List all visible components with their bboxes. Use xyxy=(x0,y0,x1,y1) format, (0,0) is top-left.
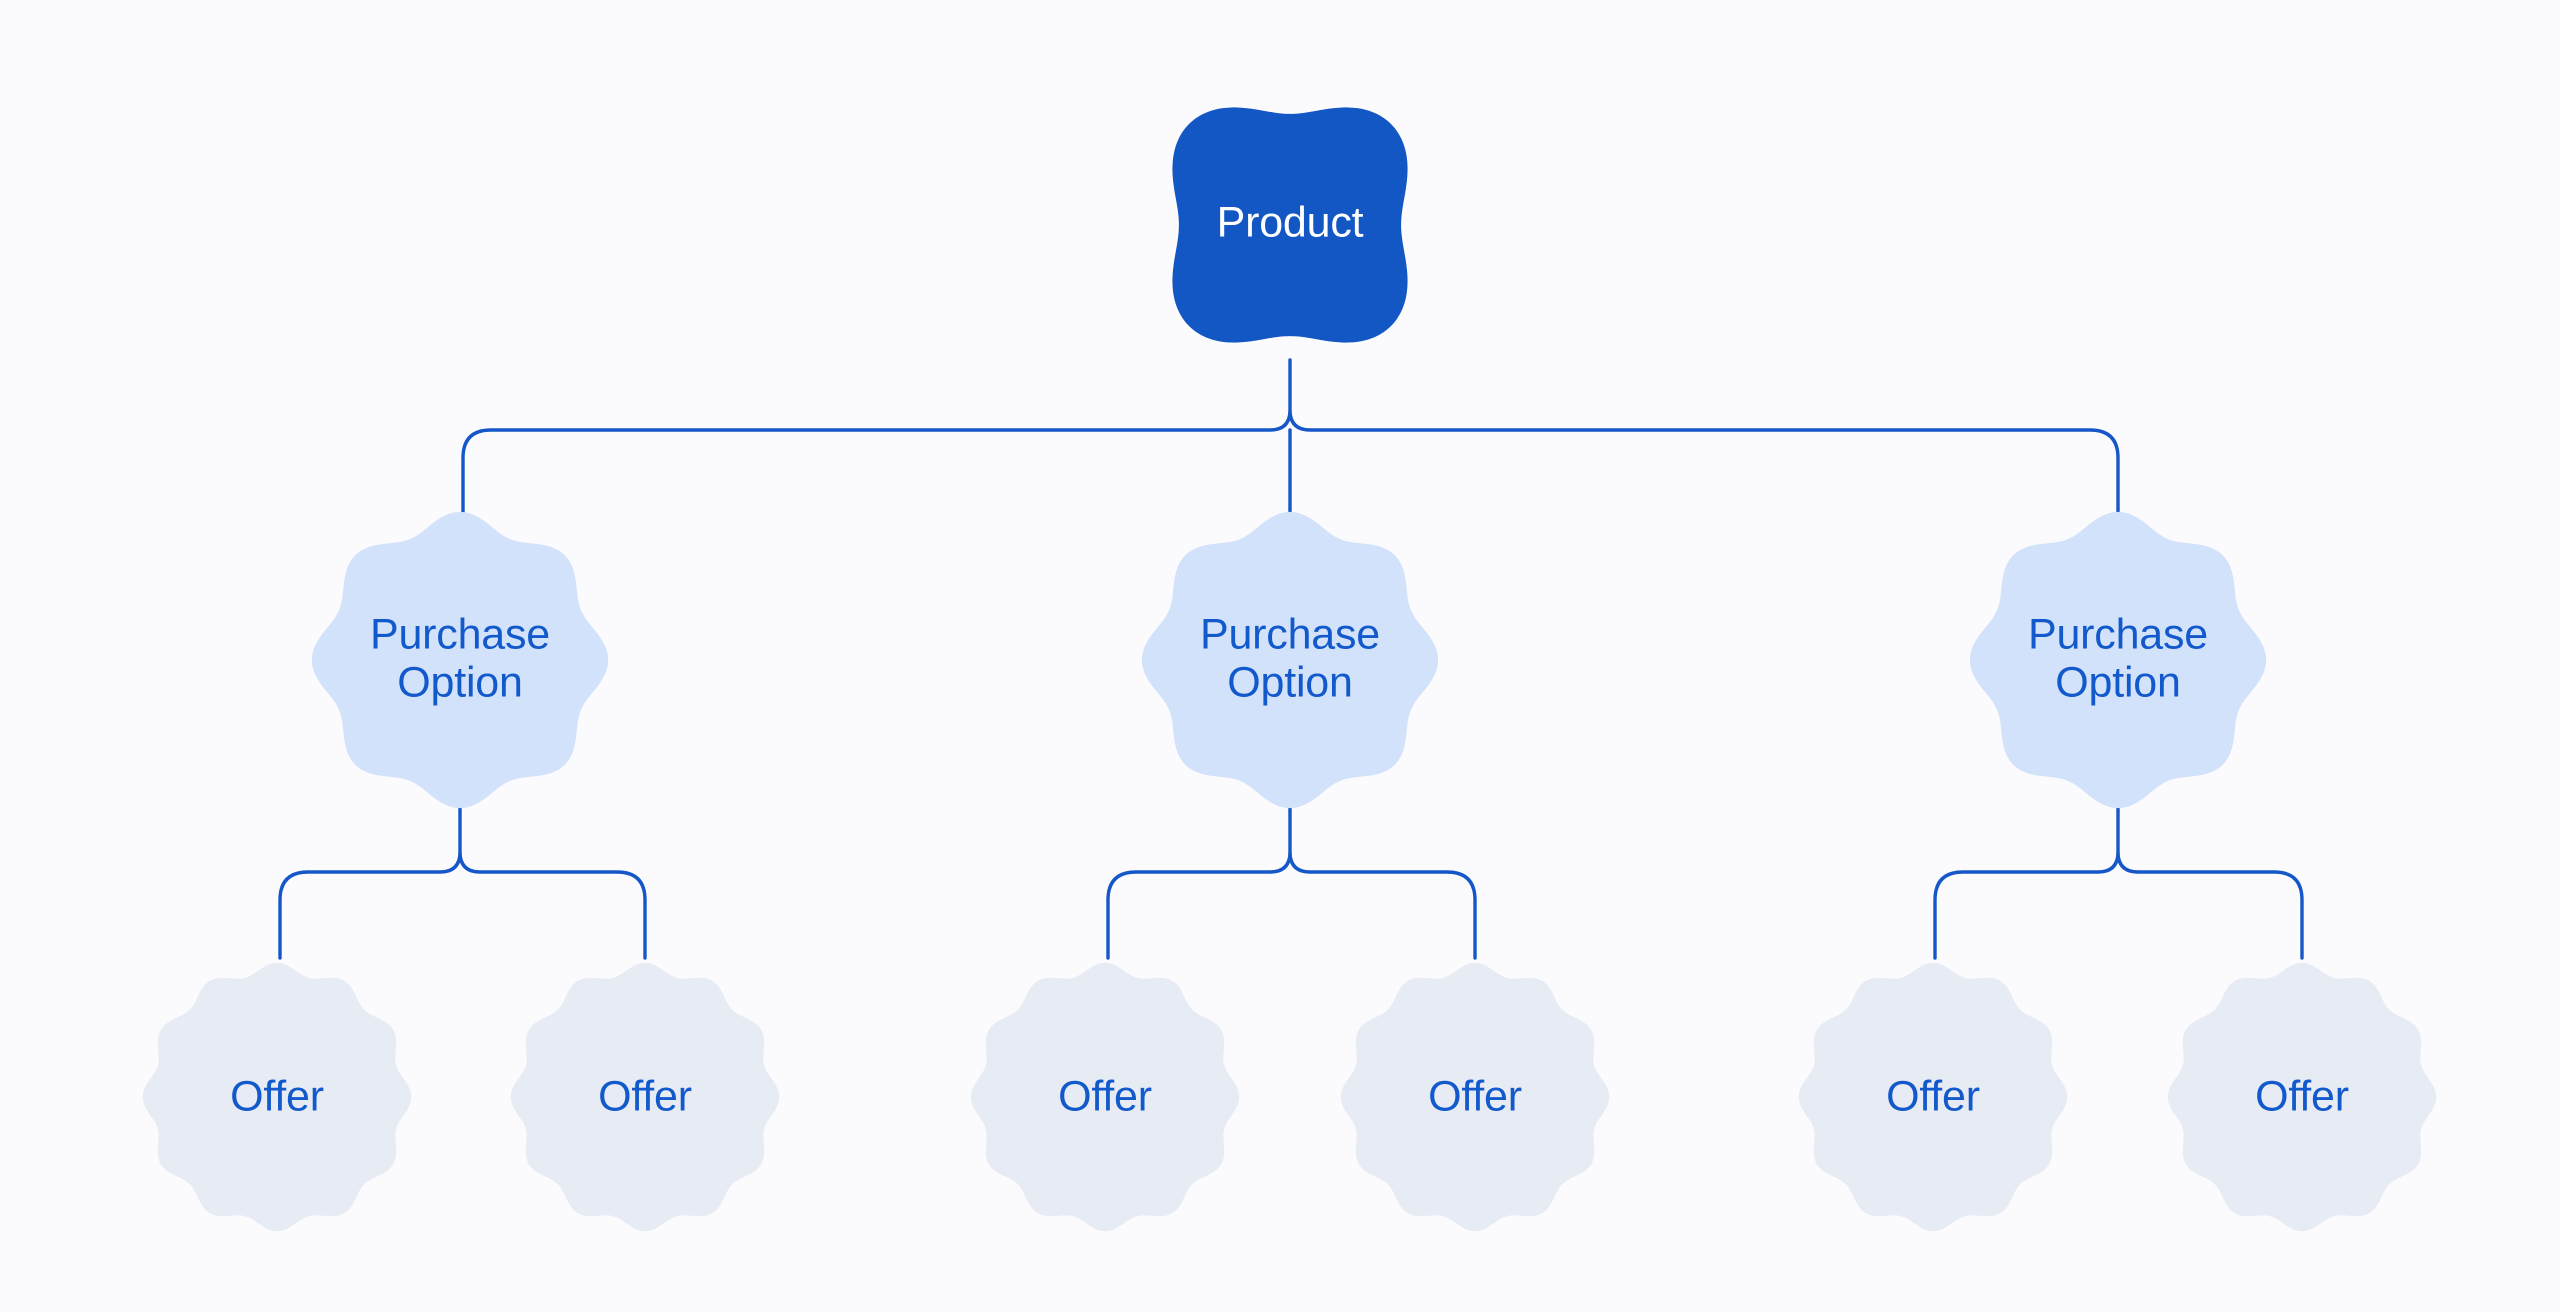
connector-purchase-option-2-to-offers xyxy=(1106,798,1477,960)
node-offer-5[interactable]: Offer xyxy=(1798,962,2068,1232)
blob-shape-product xyxy=(1172,107,1408,343)
node-label-offer-4: Offer xyxy=(1428,1072,1522,1120)
node-product[interactable]: Product xyxy=(1172,107,1408,343)
blob-shape-purchase-option xyxy=(1141,511,1439,809)
blob-shape-offer xyxy=(142,962,412,1232)
connector-product-to-purchase-options xyxy=(461,358,2120,522)
blob-shape-offer xyxy=(510,962,780,1232)
node-label-offer-1: Offer xyxy=(230,1072,324,1120)
node-offer-1[interactable]: Offer xyxy=(142,962,412,1232)
node-label-offer-5: Offer xyxy=(1886,1072,1980,1120)
blob-shape-purchase-option xyxy=(311,511,609,809)
node-label-purchase-option-2: Purchase xyxy=(1200,610,1380,658)
node-label-purchase-option-3: Option xyxy=(2055,658,2181,706)
connectors-layer xyxy=(278,358,2304,960)
node-offer-2[interactable]: Offer xyxy=(510,962,780,1232)
node-label-offer-6: Offer xyxy=(2255,1072,2349,1120)
node-label-purchase-option-3: Purchase xyxy=(2028,610,2208,658)
node-offer-6[interactable]: Offer xyxy=(2167,962,2437,1232)
node-label-purchase-option-1: Purchase xyxy=(370,610,550,658)
blob-shape-offer xyxy=(970,962,1240,1232)
node-label-product: Product xyxy=(1217,198,1364,246)
nodes-layer: ProductPurchaseOptionPurchaseOptionPurch… xyxy=(142,107,2437,1232)
blob-shape-purchase-option xyxy=(1969,511,2267,809)
blob-shape-offer xyxy=(2167,962,2437,1232)
node-label-offer-3: Offer xyxy=(1058,1072,1152,1120)
node-offer-3[interactable]: Offer xyxy=(970,962,1240,1232)
node-label-offer-2: Offer xyxy=(598,1072,692,1120)
node-offer-4[interactable]: Offer xyxy=(1340,962,1610,1232)
connector-purchase-option-1-to-offers xyxy=(278,798,647,960)
blob-shape-offer xyxy=(1340,962,1610,1232)
node-label-purchase-option-2: Option xyxy=(1227,658,1353,706)
connector-purchase-option-3-to-offers xyxy=(1933,798,2304,960)
node-label-purchase-option-1: Option xyxy=(397,658,523,706)
blob-shape-offer xyxy=(1798,962,2068,1232)
